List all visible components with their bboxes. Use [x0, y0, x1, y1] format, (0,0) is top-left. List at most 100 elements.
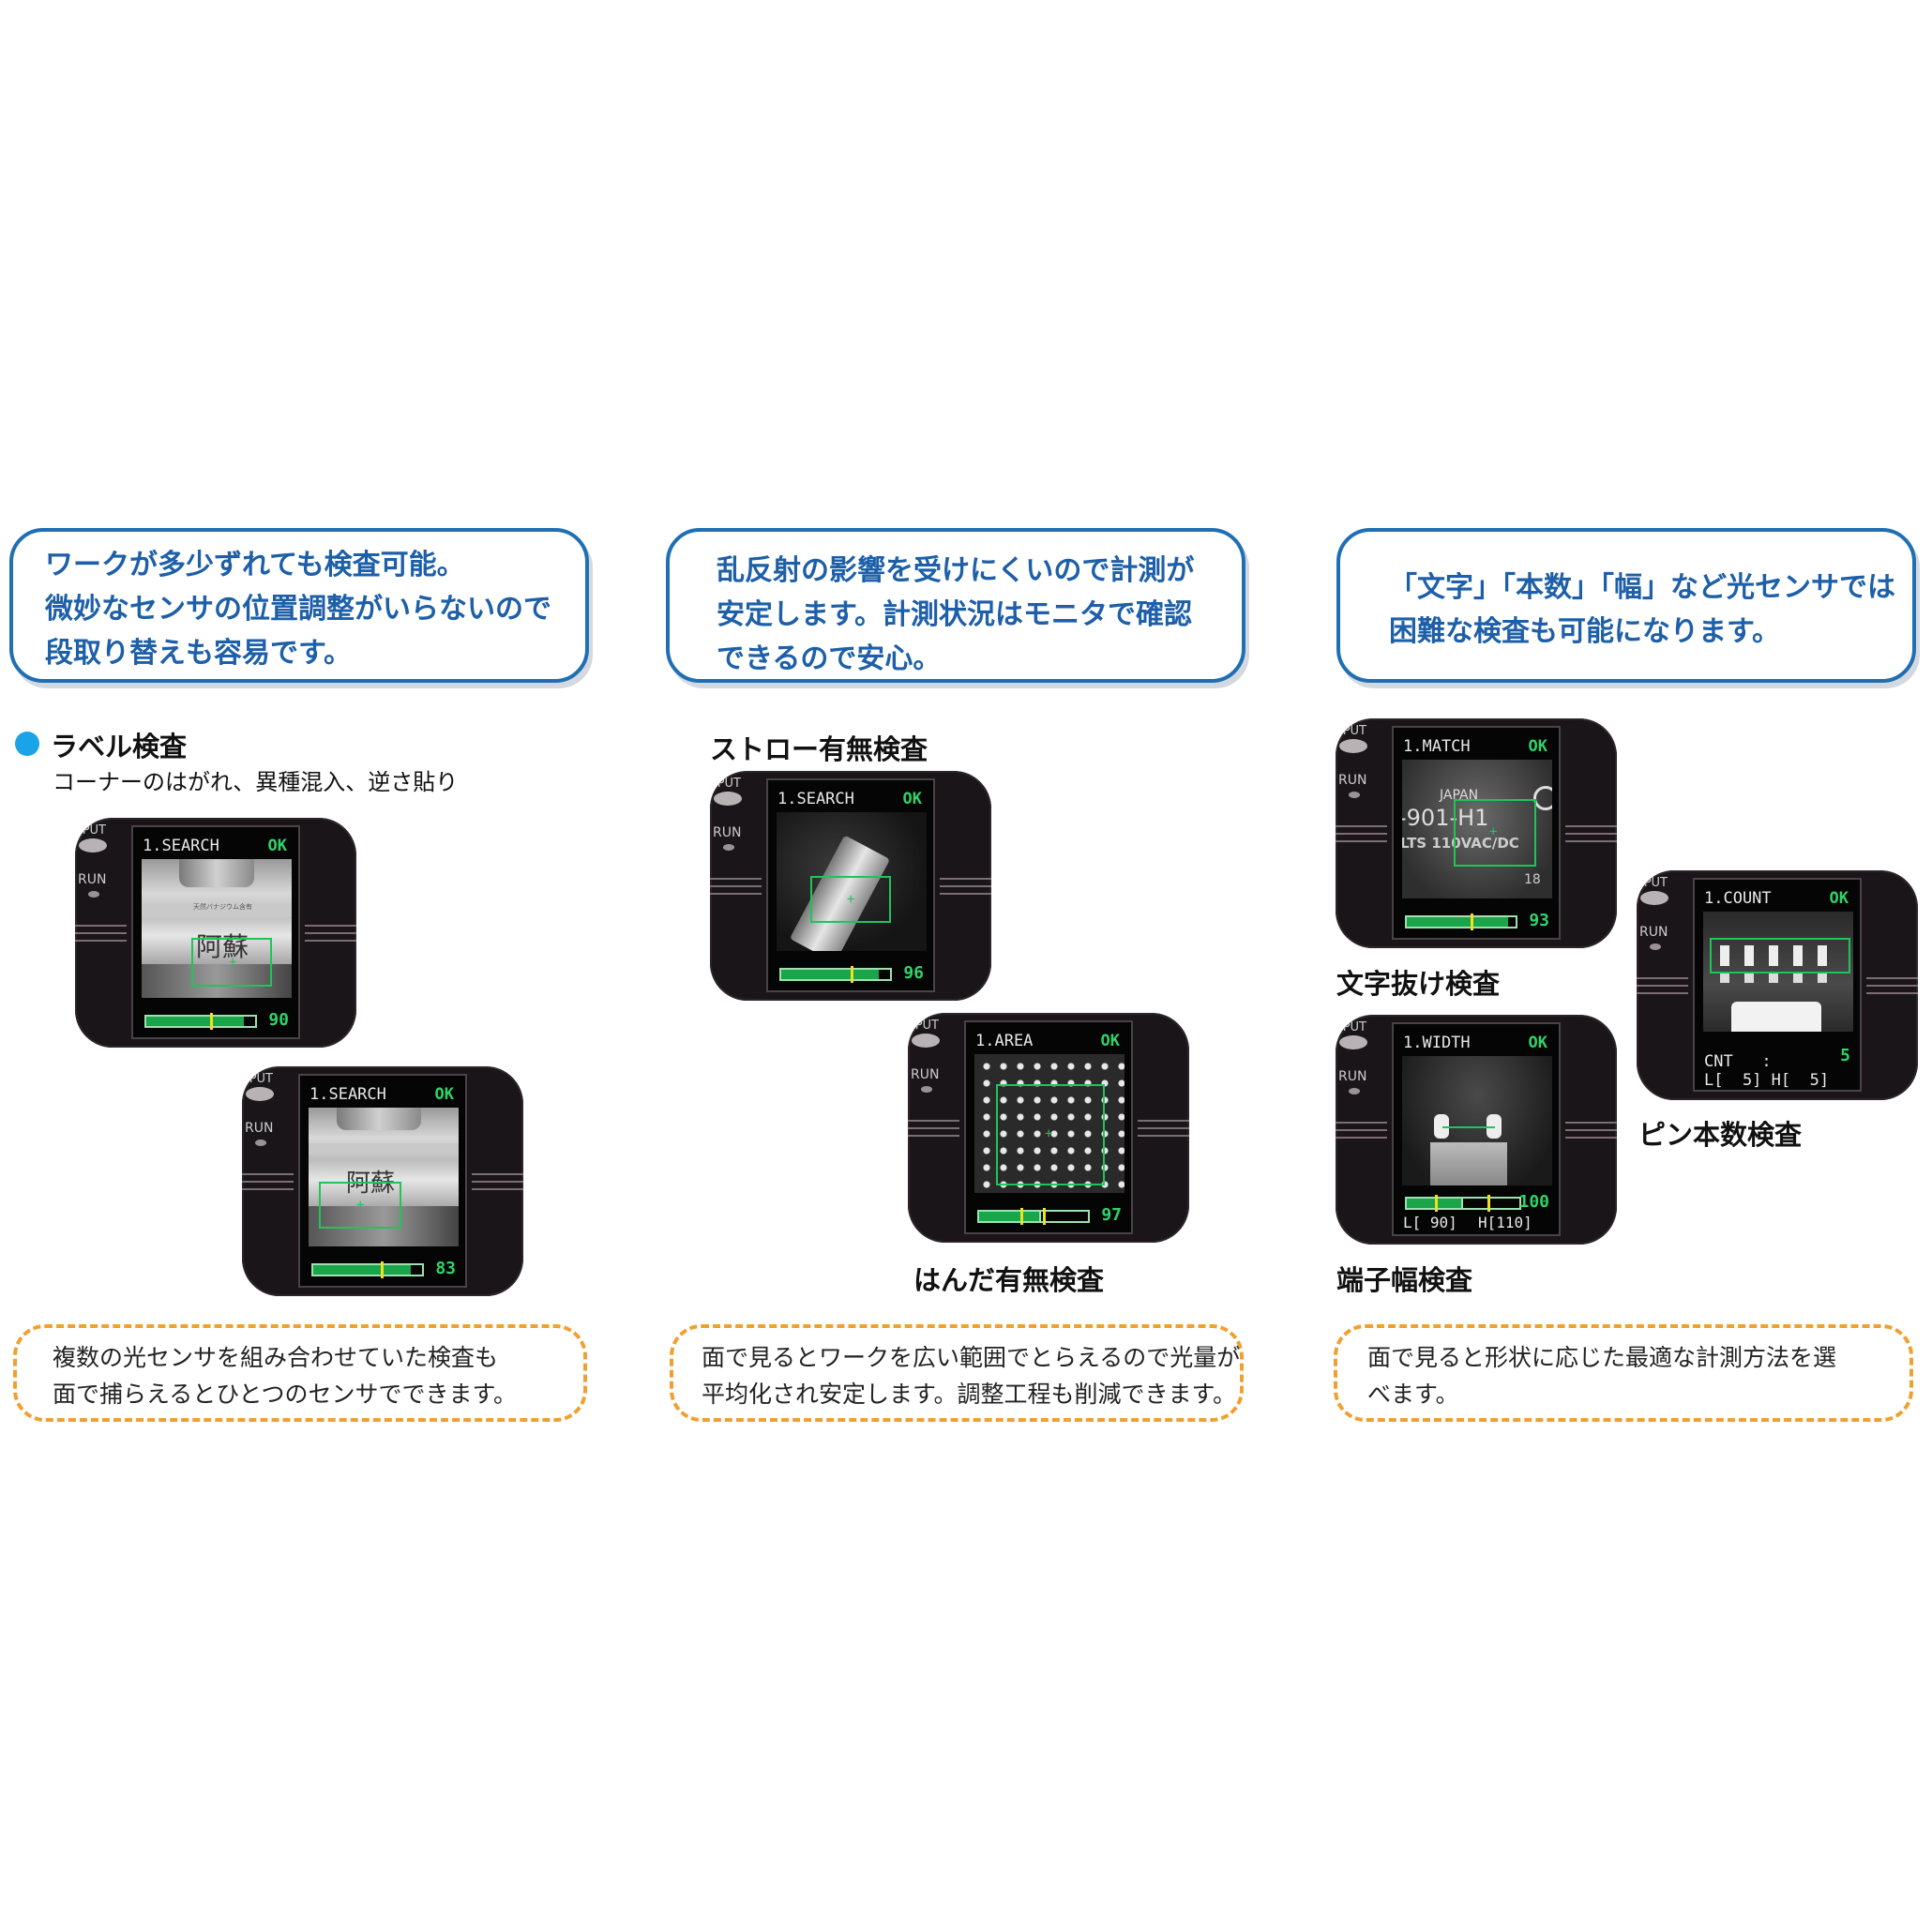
run-led-icon: [1349, 792, 1360, 798]
sensor-device-straw: OUTPUT RUN 1.SEARCH OK + 96: [710, 771, 991, 1001]
label-terminal-width-inspection: 端子幅検査: [1336, 1264, 1473, 1296]
output-label: OUTPUT: [75, 823, 106, 838]
width-limit-low: L[ 90]: [1403, 1214, 1457, 1231]
count-limits: L[ 5] H[ 5]: [1704, 1071, 1830, 1090]
count-label: CNT :: [1704, 1052, 1772, 1071]
callout-1-line-2: 微妙なセンサの位置調整がいらないので: [45, 593, 551, 626]
run-label: RUN: [245, 1121, 274, 1136]
label-straw-inspection: ストロー有無検査: [710, 733, 928, 765]
screen-mode: 1.AREA: [975, 1032, 1034, 1050]
output-label: OUTPUT: [1336, 1020, 1366, 1034]
run-led-icon: [723, 844, 734, 851]
note-3-line-2: べます。: [1367, 1381, 1459, 1408]
sensor-device-pin-count: OUTPUT RUN 1.COUNT OK CNT : 5 L[ 5] H[ 5…: [1637, 870, 1918, 1100]
monitor-screen: 1.COUNT OK CNT : 5 L[ 5] H[ 5]: [1693, 878, 1862, 1092]
output-label: OUTPUT: [710, 777, 741, 791]
label-inspection-title: ラベル検査: [51, 731, 188, 762]
output-led-icon: [1339, 739, 1367, 753]
screen-mode: 1.WIDTH: [1403, 1034, 1471, 1052]
output-led-icon: [79, 838, 107, 853]
match-level-bar: [144, 1013, 257, 1030]
label-pin-count-inspection: ピン本数検査: [1638, 1119, 1803, 1151]
note-2: 面で見るとワークを広い範囲でとらえるので光量が 平均化され安定します。調整工程も…: [670, 1324, 1244, 1422]
output-label: OUTPUT: [908, 1019, 939, 1033]
screen-value: 100: [1518, 1192, 1549, 1212]
monitor-screen: 1.MATCH OK JAPAN -901-H1 LTS 110VAC/DC 1…: [1392, 726, 1561, 940]
run-label: RUN: [1338, 773, 1367, 788]
width-limit-high: H[110]: [1478, 1214, 1532, 1231]
screen-value: 97: [1101, 1205, 1122, 1225]
label-character-inspection: 文字抜け検査: [1336, 968, 1501, 1000]
screen-status: OK: [1100, 1032, 1120, 1050]
note-1: 複数の光センサを組み合わせていた検査も 面で捕らえるとひとつのセンサでできます。: [13, 1324, 587, 1422]
callout-3-line-2: 困難な検査も可能になります。: [1389, 615, 1780, 648]
match-level-bar: [779, 966, 892, 983]
screen-status: OK: [434, 1085, 454, 1104]
screen-value: 93: [1529, 911, 1549, 930]
screen-value: 96: [903, 963, 924, 983]
monitor-screen: 1.SEARCH OK 阿蘇 + 83: [298, 1074, 467, 1288]
scene-text-volts: LTS 110VAC/DC: [1402, 835, 1519, 852]
run-led-icon: [921, 1086, 932, 1093]
screen-mode: 1.SEARCH: [143, 837, 219, 855]
run-led-icon: [255, 1140, 266, 1146]
output-label: OUTPUT: [1336, 724, 1366, 738]
note-1-line-1: 複数の光センサを組み合わせていた検査も: [53, 1344, 499, 1371]
scene-text-num: 18: [1524, 872, 1541, 887]
label-inspection-subtitle: コーナーのはがれ、異種混入、逆さ貼り: [53, 769, 459, 795]
run-label: RUN: [1338, 1069, 1367, 1084]
note-2-line-1: 面で見るとワークを広い範囲でとらえるので光量が: [702, 1344, 1241, 1371]
output-led-icon: [714, 792, 742, 806]
monitor-screen: 1.WIDTH OK 100 L[ 90] H[110]: [1392, 1022, 1561, 1236]
run-label: RUN: [713, 825, 742, 840]
screen-mode: 1.COUNT: [1704, 889, 1772, 908]
screen-status: OK: [1528, 737, 1547, 756]
screen-value: 90: [268, 1010, 289, 1030]
bottle-label-text: 天然バナジウム含有: [193, 903, 252, 911]
run-led-icon: [88, 891, 99, 898]
area-level-bar: [977, 1208, 1090, 1225]
width-level-bar: [1405, 1195, 1521, 1212]
scene-text-model: -901-H1: [1402, 805, 1489, 831]
screen-mode: 1.SEARCH: [309, 1085, 386, 1104]
monitor-screen: 1.SEARCH OK + 96: [766, 778, 935, 992]
screen-status: OK: [1829, 889, 1849, 908]
callout-1-line-1: ワークが多少ずれても検査可能。: [45, 549, 465, 581]
callout-1: ワークが多少ずれても検査可能。 微妙なセンサの位置調整がいらないので 段取り替え…: [9, 528, 589, 683]
callout-2-line-2: 安定します。計測状況はモニタで確認: [717, 598, 1192, 631]
output-label: OUTPUT: [1637, 876, 1668, 890]
camera-image-bottle-shifted: 阿蘇: [309, 1108, 459, 1246]
sensor-device-solder: OUTPUT RUN 1.AREA OK + 97: [908, 1013, 1189, 1243]
callout-1-line-3: 段取り替えも容易です。: [45, 637, 352, 670]
bottle-chars: 阿蘇: [196, 931, 249, 962]
output-led-icon: [1339, 1035, 1367, 1049]
camera-image-characters: JAPAN -901-H1 LTS 110VAC/DC 18: [1402, 760, 1552, 898]
screen-status: OK: [902, 790, 922, 808]
sensor-device-label-2: OUTPUT RUN 1.SEARCH OK 阿蘇 + 83: [242, 1066, 523, 1296]
callout-3: 「文字」「本数」「幅」など光センサでは 困難な検査も可能になります。: [1336, 528, 1916, 683]
camera-image-solder: [974, 1054, 1124, 1193]
output-label: OUTPUT: [242, 1072, 273, 1086]
match-level-bar: [311, 1261, 424, 1278]
callout-2-line-1: 乱反射の影響を受けにくいので計測が: [717, 554, 1195, 587]
screen-value: 83: [435, 1259, 456, 1278]
callout-2-line-3: できるので安心。: [717, 642, 942, 675]
note-3: 面で見ると形状に応じた最適な計測方法を選 べます。: [1334, 1324, 1913, 1422]
output-led-icon: [1640, 891, 1668, 905]
note-1-line-2: 面で捕らえるとひとつのセンサでできます。: [53, 1381, 518, 1408]
screen-status: OK: [267, 837, 287, 855]
run-label: RUN: [1639, 925, 1668, 940]
camera-image-terminal: [1402, 1056, 1552, 1185]
note-3-line-1: 面で見ると形状に応じた最適な計測方法を選: [1367, 1344, 1837, 1371]
screen-status: OK: [1528, 1034, 1547, 1052]
run-label: RUN: [911, 1067, 940, 1082]
output-led-icon: [912, 1034, 940, 1048]
label-solder-inspection: はんだ有無検査: [913, 1264, 1105, 1296]
sensor-device-character: OUTPUT RUN 1.MATCH OK JAPAN -901-H1 LTS …: [1336, 718, 1617, 948]
monitor-screen: 1.AREA OK + 97: [964, 1020, 1133, 1234]
sensor-device-terminal-width: OUTPUT RUN 1.WIDTH OK 100 L[ 90] H[110]: [1336, 1015, 1617, 1245]
screen-mode: 1.MATCH: [1403, 737, 1471, 756]
output-led-icon: [246, 1087, 274, 1101]
match-level-bar: [1405, 913, 1517, 930]
sensor-device-label-1: OUTPUT RUN 1.SEARCH OK 天然バナジウム含有 阿蘇 + 90: [75, 818, 356, 1048]
